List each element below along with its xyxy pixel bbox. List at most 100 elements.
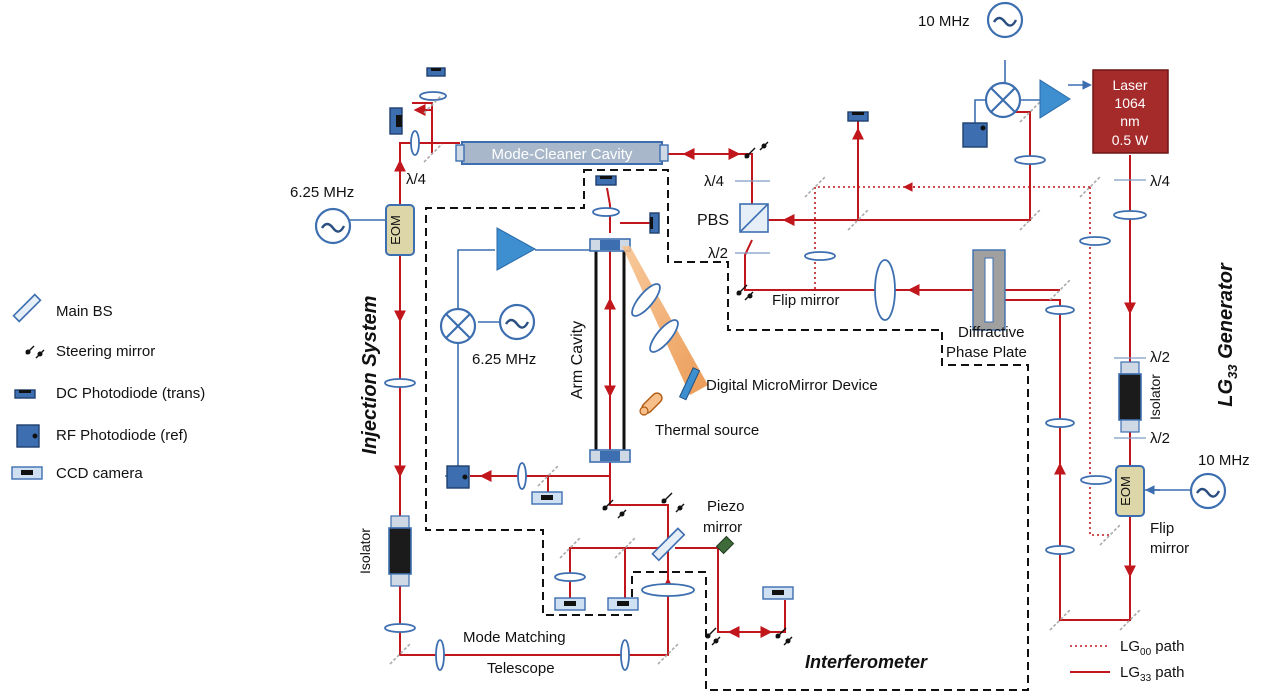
eom-left xyxy=(385,204,415,256)
label-qwp-right: λ/4 xyxy=(1150,173,1170,190)
beam-arm-top xyxy=(606,187,611,233)
oscillator-625mhz-left xyxy=(314,207,352,245)
thermal-source xyxy=(639,392,663,416)
lens xyxy=(1080,475,1112,485)
dc-photodiode xyxy=(389,107,403,135)
oscillator-625mhz-arm xyxy=(498,303,536,341)
lens xyxy=(410,130,420,156)
lens xyxy=(517,462,527,490)
laser-label-1: Laser xyxy=(1112,77,1147,93)
legend-label: Main BS xyxy=(56,303,113,320)
dc-photodiode xyxy=(595,175,617,186)
label-flip-1: Flip xyxy=(1150,520,1174,537)
label-qwp-left: λ/4 xyxy=(406,171,426,188)
steering-mirror xyxy=(602,499,627,519)
label-10mhz-right: 10 MHz xyxy=(1198,452,1250,469)
piezo-mirror xyxy=(715,535,735,555)
legend-label: RF Photodiode (ref) xyxy=(56,427,188,444)
lens xyxy=(874,259,896,321)
laser-label-4: 0.5 W xyxy=(1112,132,1149,148)
ccd-camera xyxy=(531,491,563,505)
dc-photodiode xyxy=(649,212,660,234)
lg00-path-label: LG00 path xyxy=(1120,638,1185,658)
steering-mirror xyxy=(744,141,769,159)
signal-pd-mixer xyxy=(974,99,985,123)
label-piezo-2: mirror xyxy=(703,519,742,536)
laser-box xyxy=(1092,69,1169,154)
lens xyxy=(620,639,630,671)
pbs-cube xyxy=(739,203,769,233)
label-eom-left: EOM xyxy=(388,215,403,245)
mode-cleaner-label: Mode-Cleaner Cavity xyxy=(492,146,633,163)
legend: Main BS Steering mirror DC Photodiode (t… xyxy=(11,293,205,482)
label-diffractive-2: Phase Plate xyxy=(946,344,1027,361)
steering-mirror xyxy=(661,492,685,513)
eom-right xyxy=(1115,465,1145,517)
label-mode-matching: Mode Matching xyxy=(463,629,566,646)
path-legend: LG00 path LG33 path xyxy=(1070,638,1185,684)
beam-phase-plate xyxy=(744,239,1060,291)
amplifier-arm xyxy=(496,227,537,271)
steering-mirror xyxy=(736,284,754,301)
legend-label: DC Photodiode (trans) xyxy=(56,385,205,402)
dc-photodiode xyxy=(426,67,446,77)
label-hwp-right-bottom: λ/2 xyxy=(1150,430,1170,447)
label-isolator-right: Isolator xyxy=(1147,374,1163,420)
oscillator-10mhz-right xyxy=(1189,472,1227,510)
main-bs xyxy=(651,527,686,562)
lens xyxy=(1079,236,1111,246)
beam-piezo xyxy=(675,547,786,633)
label-flip-mirror-top: Flip mirror xyxy=(772,292,840,309)
injection-region-boundary xyxy=(425,169,1029,691)
lens xyxy=(1014,155,1046,165)
beam-injection-top xyxy=(399,142,460,153)
label-injection-system: Injection System xyxy=(359,296,381,455)
oscillator-10mhz-top xyxy=(986,1,1024,39)
label-625-arm: 6.25 MHz xyxy=(472,351,536,368)
rf-photodiode xyxy=(962,122,988,148)
lens xyxy=(419,91,447,101)
label-eom-right: EOM xyxy=(1118,476,1133,506)
rf-photodiode-icon xyxy=(16,424,40,448)
ccd-camera xyxy=(607,597,639,611)
beamsplitter xyxy=(423,143,443,163)
ccd-camera xyxy=(762,586,794,600)
laser-label-3: nm xyxy=(1120,113,1139,129)
steering-mirror xyxy=(775,627,793,646)
label-piezo-1: Piezo xyxy=(707,498,745,515)
lens xyxy=(435,639,445,671)
mode-cleaner-cavity xyxy=(455,141,669,165)
beam-lg00-right xyxy=(1089,187,1110,536)
lens xyxy=(554,572,586,582)
lens xyxy=(804,251,836,261)
main-bs-icon xyxy=(12,293,42,323)
label-interferometer: Interferometer xyxy=(805,652,928,672)
label-diffractive-1: Diffractive xyxy=(958,324,1024,341)
dc-photodiode xyxy=(847,111,869,122)
label-lg33-generator: LG33 Generator xyxy=(1215,262,1240,407)
steering-mirror-icon xyxy=(25,345,45,359)
lens xyxy=(1045,305,1075,315)
lg33-path-label: LG33 path xyxy=(1120,664,1185,684)
beam-interferometer xyxy=(569,547,668,600)
diffractive-phase-plate xyxy=(972,249,1006,331)
label-telescope: Telescope xyxy=(487,660,555,677)
beam-lg00-path xyxy=(810,186,1090,291)
lens xyxy=(592,207,620,217)
beamsplitter xyxy=(423,94,443,114)
label-arm-cavity: Arm Cavity xyxy=(569,321,586,399)
beam-telescope xyxy=(440,476,669,656)
beam-arm-bottom xyxy=(470,460,611,477)
mixer-arm xyxy=(439,307,477,345)
label-isolator-left: Isolator xyxy=(357,528,373,574)
label-625-left: 6.25 MHz xyxy=(290,184,354,201)
rf-photodiode xyxy=(446,465,470,489)
legend-label: CCD camera xyxy=(56,465,143,482)
lens xyxy=(649,319,679,353)
lens xyxy=(1045,545,1075,555)
amplifier-top xyxy=(1039,79,1071,119)
arm-cavity xyxy=(589,238,631,463)
dc-photodiode-icon xyxy=(14,389,36,399)
isolator-right xyxy=(1118,361,1142,433)
